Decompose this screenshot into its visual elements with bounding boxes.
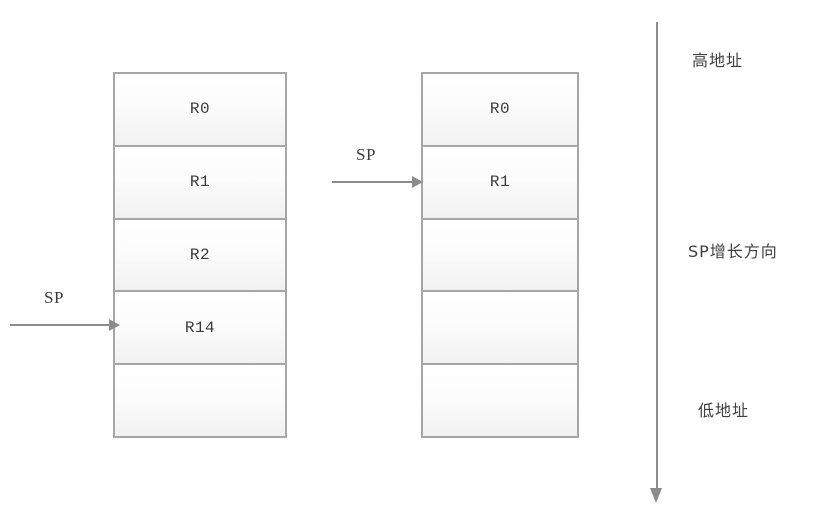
stack-before: R0 R1 R2 R14 xyxy=(113,72,287,438)
stack-cell xyxy=(423,219,577,293)
stack-cell: R0 xyxy=(423,74,577,147)
sp-pointer-arrow-right xyxy=(332,175,423,189)
arrow-head-icon xyxy=(412,176,423,188)
label-low-address: 低地址 xyxy=(698,401,750,420)
arrow-shaft xyxy=(10,324,110,326)
arrow-head-down-icon xyxy=(650,488,662,503)
stack-cell: R14 xyxy=(115,292,285,366)
stack-cell: R0 xyxy=(115,74,285,147)
address-direction-arrow xyxy=(650,22,664,504)
stack-cell: R1 xyxy=(115,146,285,220)
stack-after: R0 R1 xyxy=(421,72,579,438)
stack-cell xyxy=(423,365,577,436)
arrow-shaft xyxy=(332,181,413,183)
sp-label-right: SP xyxy=(356,145,376,164)
stack-cell: R2 xyxy=(115,219,285,293)
arrow-head-icon xyxy=(109,319,120,331)
stack-cell xyxy=(115,365,285,436)
sp-pointer-arrow-left xyxy=(10,318,120,332)
sp-label-left: SP xyxy=(44,288,64,307)
stack-cell xyxy=(423,292,577,366)
label-high-address: 高地址 xyxy=(692,51,744,70)
stack-cell: R1 xyxy=(423,146,577,220)
label-sp-growth-direction: SP增长方向 xyxy=(688,242,778,261)
arrow-shaft xyxy=(656,22,658,490)
